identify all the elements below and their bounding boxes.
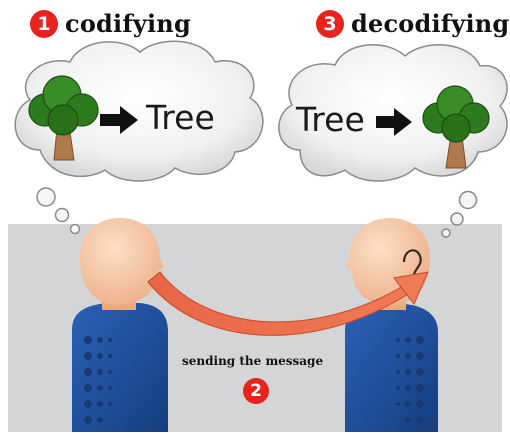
tree-icon <box>422 85 490 169</box>
thought-dot-large <box>458 190 478 210</box>
step-number-badge: 2 <box>243 378 269 404</box>
thought-bubble-right <box>278 44 508 238</box>
tree-icon <box>28 75 99 161</box>
sender-head <box>80 218 164 305</box>
shirt-pattern <box>396 336 424 424</box>
thought-dot-medium <box>450 212 464 226</box>
step-number-badge: 1 <box>30 9 58 38</box>
message-arrow <box>147 271 429 336</box>
step-number-badge: 3 <box>316 9 344 38</box>
step-title: decodifying <box>351 9 510 38</box>
thought-bubble-left <box>14 40 264 235</box>
shirt-pattern <box>84 336 112 424</box>
thought-dot-medium <box>54 207 70 223</box>
arrow-right-icon <box>376 108 412 136</box>
bubble-word-left: Tree <box>146 98 215 137</box>
thought-dot-small <box>69 223 81 235</box>
step-title: codifying <box>65 9 191 38</box>
receiver-person <box>345 218 438 432</box>
thought-dot-small <box>441 228 451 238</box>
step-decodifying: 3 decodifying <box>316 9 509 38</box>
sender-shirt <box>72 303 168 432</box>
bubble-word-right: Tree <box>296 100 365 139</box>
thought-dot-large <box>36 187 56 207</box>
sending-message-label: sending the message <box>182 354 324 368</box>
arrow-right-icon <box>100 106 138 134</box>
sender-person <box>72 218 168 432</box>
step-codifying: 1 codifying <box>30 9 191 38</box>
receiver-shirt <box>345 304 438 432</box>
